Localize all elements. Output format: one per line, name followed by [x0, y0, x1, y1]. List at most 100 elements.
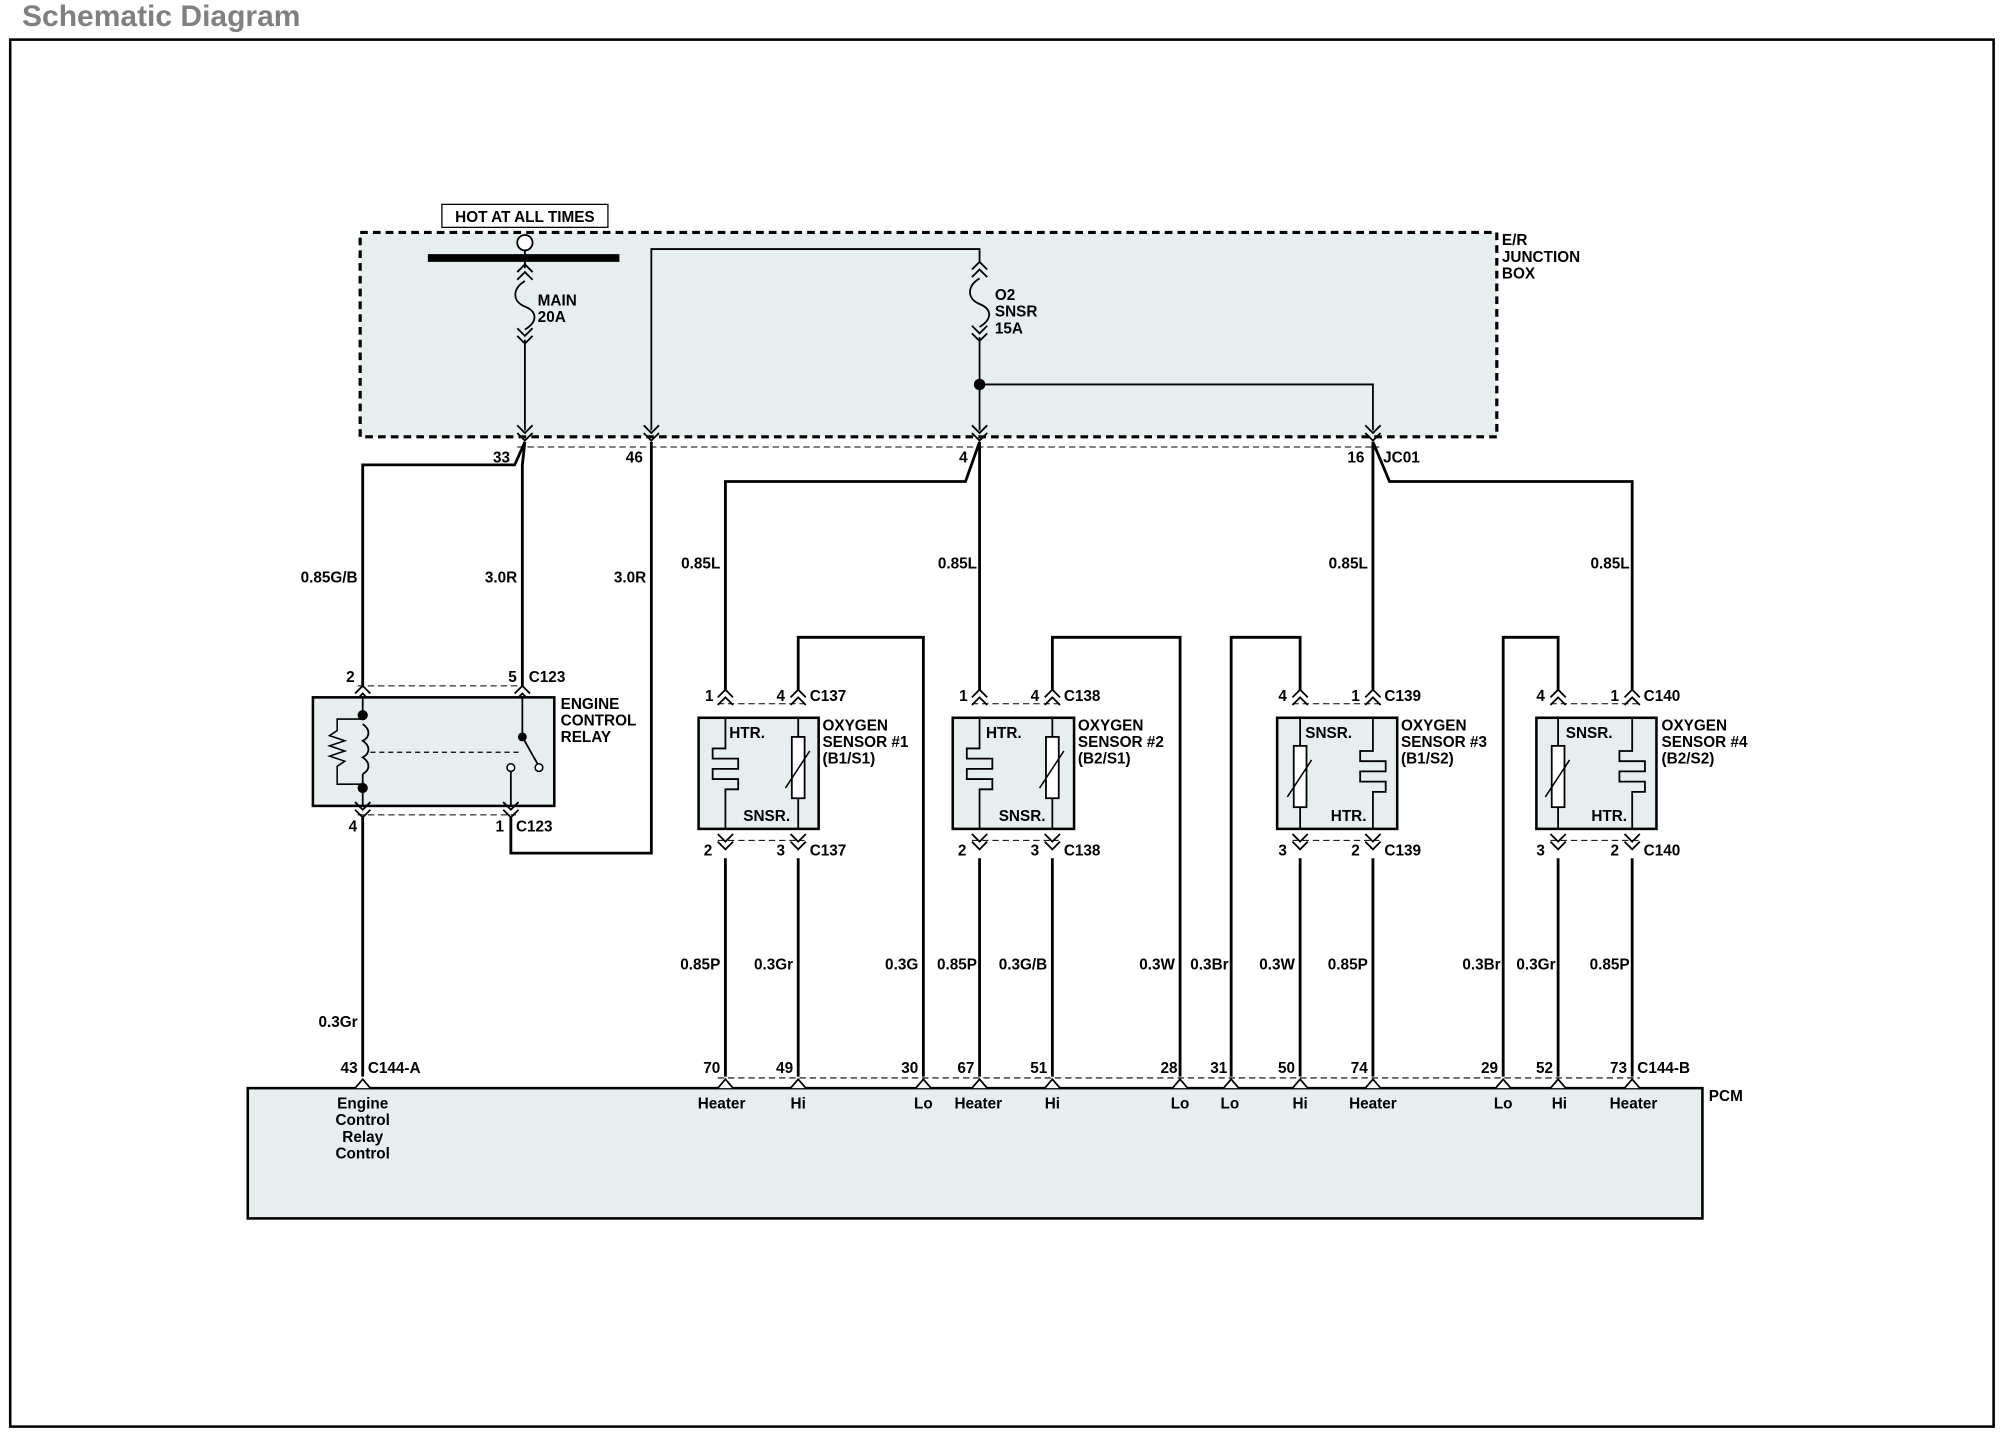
- sensor-1-pin-d: 3: [777, 843, 786, 860]
- sensor-3-pin-b: 1: [1351, 688, 1360, 705]
- pcm-relay-func-4: Control: [335, 1145, 389, 1162]
- sensor-3-bottom-label: HTR.: [1331, 808, 1367, 825]
- sensor-1-name-1: OXYGEN: [822, 718, 888, 735]
- sensor-3-name-1: OXYGEN: [1401, 718, 1467, 735]
- wire-label-s1-heater: 0.85P: [680, 956, 720, 973]
- sensor-4-connector-bottom: C140: [1644, 843, 1681, 860]
- o2-sensor-fuse: O2 SNSR 15A: [642, 248, 1382, 442]
- sensor-2-name-2: SENSOR #2: [1078, 734, 1164, 751]
- pcm-pin-func: Lo: [1171, 1096, 1190, 1113]
- pcm-pin-num: 67: [957, 1060, 974, 1077]
- sensor-4-connector-top: C140: [1644, 688, 1681, 705]
- sensor-2-pin-a: 1: [959, 688, 968, 705]
- wire-label-relay-pin5: 3.0R: [485, 569, 517, 586]
- relay-name-3: RELAY: [561, 729, 612, 746]
- wire-label-s2-heater: 0.85P: [937, 956, 977, 973]
- oxygen-sensor-2: HTR. SNSR. 1 4 C138 2 3 C138 OXYGEN SENS…: [951, 688, 1164, 860]
- pcm-relay-func-1: Engine: [337, 1096, 388, 1113]
- wire-label-s4-hi: 0.3Gr: [1516, 956, 1555, 973]
- wire-label-s1-hi: 0.3Gr: [754, 956, 793, 973]
- sensor-2-connector-top: C138: [1064, 688, 1101, 705]
- wire-label-s1-lo: 0.3G: [885, 956, 918, 973]
- sensor-4-pin-d: 2: [1610, 843, 1619, 860]
- sensor-2-position: (B2/S1): [1078, 751, 1131, 768]
- sensor-4-name-2: SENSOR #4: [1662, 734, 1748, 751]
- jb-pin-16: 16: [1347, 449, 1364, 466]
- sensor-4-pin-a: 4: [1536, 688, 1545, 705]
- oxygen-sensor-3: SNSR. HTR. 4 1 C139 3 2 C139 OXYGEN SENS…: [1275, 688, 1487, 860]
- sensor-3-connector-top: C139: [1384, 688, 1421, 705]
- pcm-pin-num: 50: [1278, 1060, 1295, 1077]
- sensor-2-pin-b: 4: [1031, 688, 1040, 705]
- power-source: HOT AT ALL TIMES: [427, 203, 620, 262]
- sensor-2-connector-bottom: C138: [1064, 843, 1101, 860]
- sensor-4-position: (B2/S2): [1662, 751, 1715, 768]
- relay-pin-1: 1: [496, 818, 505, 835]
- sensor-2-pin-d: 3: [1031, 843, 1040, 860]
- pcm-pin-func: Hi: [791, 1096, 806, 1113]
- pcm-pin-func: Lo: [1494, 1096, 1513, 1113]
- sensor-3-position: (B1/S2): [1401, 751, 1454, 768]
- o2-fuse-label-1: O2: [995, 287, 1015, 304]
- pcm-pin-num: 30: [901, 1060, 918, 1077]
- o2-fuse-label-3: 15A: [995, 320, 1023, 337]
- relay-name-2: CONTROL: [561, 712, 637, 729]
- o2-fuse-label-2: SNSR: [995, 304, 1038, 321]
- pcm-pin-func: Hi: [1552, 1096, 1567, 1113]
- sensor-2-name-1: OXYGEN: [1078, 718, 1144, 735]
- page-title: Schematic Diagram: [22, 0, 301, 33]
- pcm-pin-func: Lo: [1221, 1096, 1240, 1113]
- pcm: PCM C144-A C144-B 43 Engine Control Rela…: [246, 1060, 1743, 1220]
- pcm-pin-num: 51: [1030, 1060, 1048, 1077]
- sensor-2-bottom-label: SNSR.: [999, 808, 1046, 825]
- sensor-3-connector-bottom: C139: [1384, 843, 1421, 860]
- sensor-1-bottom-label: SNSR.: [743, 808, 790, 825]
- pcm-pin-num: 73: [1610, 1060, 1627, 1077]
- sensor-4-pin-c: 3: [1536, 843, 1545, 860]
- junction-box-name-3: BOX: [1502, 265, 1536, 282]
- jb-connector-jc01: JC01: [1383, 449, 1420, 466]
- wire-label-s3-lo: 0.3Br: [1190, 956, 1228, 973]
- jb-pin-33: 33: [493, 449, 510, 466]
- sensor-1-pin-c: 2: [704, 843, 713, 860]
- jb-pin-4: 4: [959, 449, 968, 466]
- junction-box-name-2: JUNCTION: [1502, 249, 1580, 266]
- pcm-relay-func-2: Control: [335, 1112, 389, 1129]
- oxygen-sensor-1: HTR. SNSR. 1 4 C137 2 3 C137 OXYGEN SENS…: [697, 688, 909, 860]
- sensor-4-top-label: SNSR.: [1566, 725, 1613, 742]
- pcm-pin-func: Heater: [1349, 1096, 1397, 1113]
- sensor-4-name-1: OXYGEN: [1662, 718, 1728, 735]
- wire-label-s3-heater: 0.85P: [1328, 956, 1368, 973]
- sensor-1-position: (B1/S1): [822, 751, 875, 768]
- wire-label-s4-feed: 0.85L: [1590, 555, 1629, 572]
- wire-label-s4-heater: 0.85P: [1590, 956, 1630, 973]
- pcm-pin-num: 28: [1160, 1060, 1178, 1077]
- jb-pin-46: 46: [626, 449, 643, 466]
- wire-label-relay-pin2: 0.85G/B: [301, 569, 358, 586]
- oxygen-sensor-4: SNSR. HTR. 4 1 C140 3 2 C140 OXYGEN SENS…: [1535, 688, 1748, 860]
- sensor-1-connector-top: C137: [810, 688, 847, 705]
- wires: [361, 441, 1634, 1077]
- wire-label-s2-hi: 0.3G/B: [999, 956, 1048, 973]
- relay-pin-2: 2: [346, 669, 355, 686]
- pcm-relay-func-3: Relay: [342, 1129, 383, 1146]
- sensor-3-pin-d: 2: [1351, 843, 1360, 860]
- wire-label-s1-feed: 0.85L: [681, 555, 720, 572]
- wire-label-jb46: 3.0R: [614, 569, 646, 586]
- pcm-pin-num: 31: [1210, 1060, 1228, 1077]
- junction-box: E/R JUNCTION BOX: [358, 230, 1580, 439]
- relay-connector-bottom: C123: [516, 818, 553, 835]
- pcm-pin-func: Heater: [1610, 1096, 1658, 1113]
- pcm-name: PCM: [1709, 1088, 1743, 1105]
- wire-label-s3-feed: 0.85L: [1329, 555, 1368, 572]
- pcm-pin-num: 29: [1481, 1060, 1498, 1077]
- relay-name-1: ENGINE: [561, 696, 620, 713]
- wire-label-s2-lo: 0.3W: [1139, 956, 1175, 973]
- wire-label-s4-lo: 0.3Br: [1462, 956, 1500, 973]
- pcm-pin-func: Hi: [1292, 1096, 1307, 1113]
- wire-label-s2-feed: 0.85L: [938, 555, 977, 572]
- sensor-2-pin-c: 2: [958, 843, 967, 860]
- pcm-pin-num: 70: [703, 1060, 720, 1077]
- pcm-pin-func: Heater: [698, 1096, 746, 1113]
